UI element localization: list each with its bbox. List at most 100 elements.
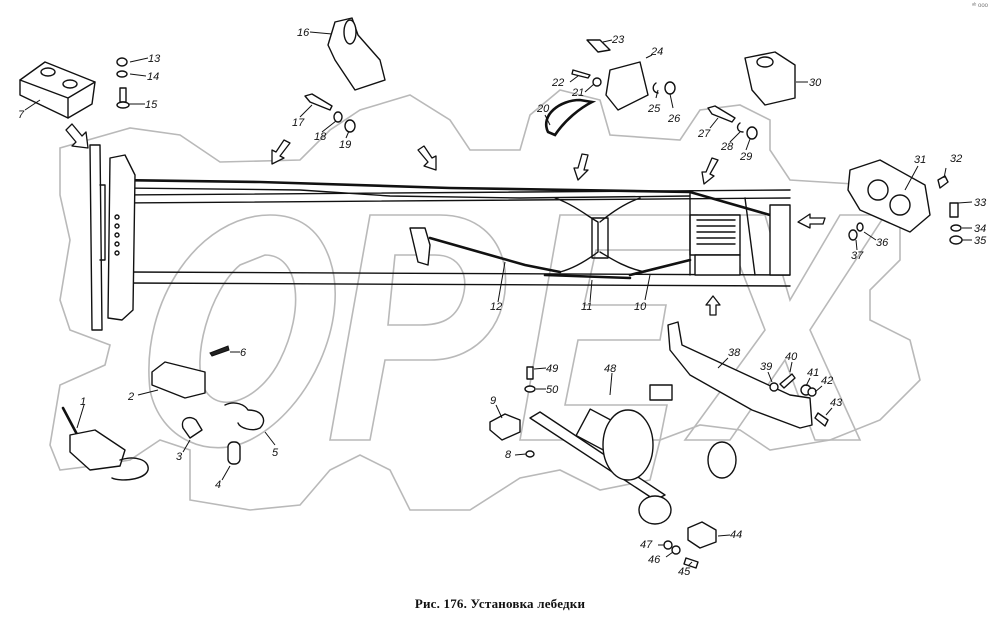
callout-46: 46 <box>648 551 674 566</box>
svg-text:44: 44 <box>730 529 742 541</box>
svg-text:50: 50 <box>546 384 559 396</box>
part-20-belt <box>544 98 597 137</box>
callout-13: 13 <box>129 53 161 65</box>
callout-44: 44 <box>717 529 742 541</box>
svg-text:5: 5 <box>272 447 279 459</box>
front-mounted-gearbox <box>409 227 431 266</box>
callout-36: 36 <box>863 231 889 249</box>
callout-34: 34 <box>962 223 986 235</box>
mounted-winch <box>689 191 756 276</box>
bumper-holes <box>114 214 120 256</box>
watermark-letter-p <box>329 214 507 441</box>
propeller-shaft-12 <box>428 236 562 274</box>
callout-1: 1 <box>76 396 86 429</box>
parts-32-37 <box>848 175 963 245</box>
part-38-crossmember <box>667 321 813 429</box>
propeller-shaft-10 <box>628 258 692 277</box>
callout-35: 35 <box>962 235 987 247</box>
part-30-support <box>744 51 796 106</box>
svg-text:11: 11 <box>581 301 592 313</box>
svg-text:15: 15 <box>145 99 158 111</box>
parts-44-47 <box>663 521 717 569</box>
svg-text:45: 45 <box>678 566 691 578</box>
part-48-winch <box>529 384 737 525</box>
callout-33: 33 <box>957 197 987 209</box>
parts-27-29 <box>707 105 758 140</box>
svg-text:33: 33 <box>974 197 987 209</box>
callout-7: 7 <box>18 99 41 121</box>
watermark-letter-x <box>683 214 887 441</box>
svg-text:4: 4 <box>215 479 221 491</box>
callout-17: 17 <box>292 104 313 129</box>
svg-text:1: 1 <box>80 396 86 408</box>
callout-28: 28 <box>720 131 741 153</box>
callout-24: 24 <box>645 46 663 59</box>
svg-text:9: 9 <box>490 395 496 407</box>
frame-crossmember-center <box>591 217 609 259</box>
svg-text:32: 32 <box>950 153 962 165</box>
part-7-roller-guide <box>19 61 96 119</box>
callout-19: 19 <box>339 130 351 151</box>
arrow-front-roller <box>65 123 89 149</box>
svg-text:16: 16 <box>297 27 310 39</box>
svg-text:2: 2 <box>127 391 134 403</box>
svg-text:25: 25 <box>647 103 661 115</box>
callout-30: 30 <box>796 77 822 89</box>
parts-1-6 <box>61 345 265 481</box>
callout-26: 26 <box>667 93 681 125</box>
part-16-support <box>327 17 386 91</box>
callout-labels: 1 2 3 4 5 6 7 8 9 10 11 12 13 14 15 16 1… <box>18 27 987 578</box>
watermark <box>49 89 921 511</box>
assembly-arrows <box>65 123 826 316</box>
svg-text:21: 21 <box>571 87 584 99</box>
parts-8-9-49-50 <box>489 366 536 458</box>
callout-20: 20 <box>536 103 551 126</box>
callout-29: 29 <box>739 138 752 163</box>
front-bumper-body <box>107 154 136 321</box>
figure-caption: Рис. 176. Установка лебедки <box>414 596 586 611</box>
watermark-letter-o <box>148 214 336 449</box>
svg-text:18: 18 <box>314 131 327 143</box>
frame-bottom-rail <box>124 271 791 287</box>
svg-text:12: 12 <box>490 301 502 313</box>
corner-mark: ᵃᵇ ooo <box>971 3 988 9</box>
parts-21-26 <box>571 39 676 111</box>
arrow-bracket-17 <box>417 145 437 171</box>
svg-text:47: 47 <box>640 539 653 551</box>
svg-text:34: 34 <box>974 223 986 235</box>
svg-text:10: 10 <box>634 301 647 313</box>
callout-15: 15 <box>129 99 158 111</box>
callout-48: 48 <box>604 363 617 396</box>
callout-21: 21 <box>571 83 595 99</box>
svg-text:7: 7 <box>18 109 25 121</box>
svg-text:27: 27 <box>697 128 711 140</box>
callout-9: 9 <box>490 395 503 419</box>
callout-5: 5 <box>264 431 279 459</box>
svg-text:35: 35 <box>974 235 987 247</box>
callout-16: 16 <box>297 27 333 39</box>
callout-50: 50 <box>536 384 559 396</box>
callout-10: 10 <box>634 274 651 313</box>
parts-17-19-fasteners <box>304 93 356 133</box>
rear-frame-end <box>769 204 791 276</box>
callout-45: 45 <box>678 561 693 578</box>
svg-text:41: 41 <box>807 367 819 379</box>
svg-text:29: 29 <box>739 151 752 163</box>
frame-top-rail-upper <box>124 187 691 199</box>
parts-39-43 <box>769 373 829 427</box>
svg-text:13: 13 <box>148 53 161 65</box>
part-31-rear-roller <box>847 159 931 233</box>
callout-25: 25 <box>647 89 661 115</box>
arrow-belt-20 <box>573 153 589 181</box>
svg-text:48: 48 <box>604 363 617 375</box>
svg-text:49: 49 <box>546 363 558 375</box>
svg-text:37: 37 <box>851 250 864 262</box>
arrow-support-16 <box>271 139 291 165</box>
callout-41: 41 <box>805 367 819 387</box>
parts-13-15-fasteners <box>116 57 130 109</box>
svg-text:14: 14 <box>147 71 159 83</box>
svg-text:39: 39 <box>760 361 772 373</box>
svg-text:24: 24 <box>650 46 663 58</box>
callout-23: 23 <box>602 34 625 46</box>
